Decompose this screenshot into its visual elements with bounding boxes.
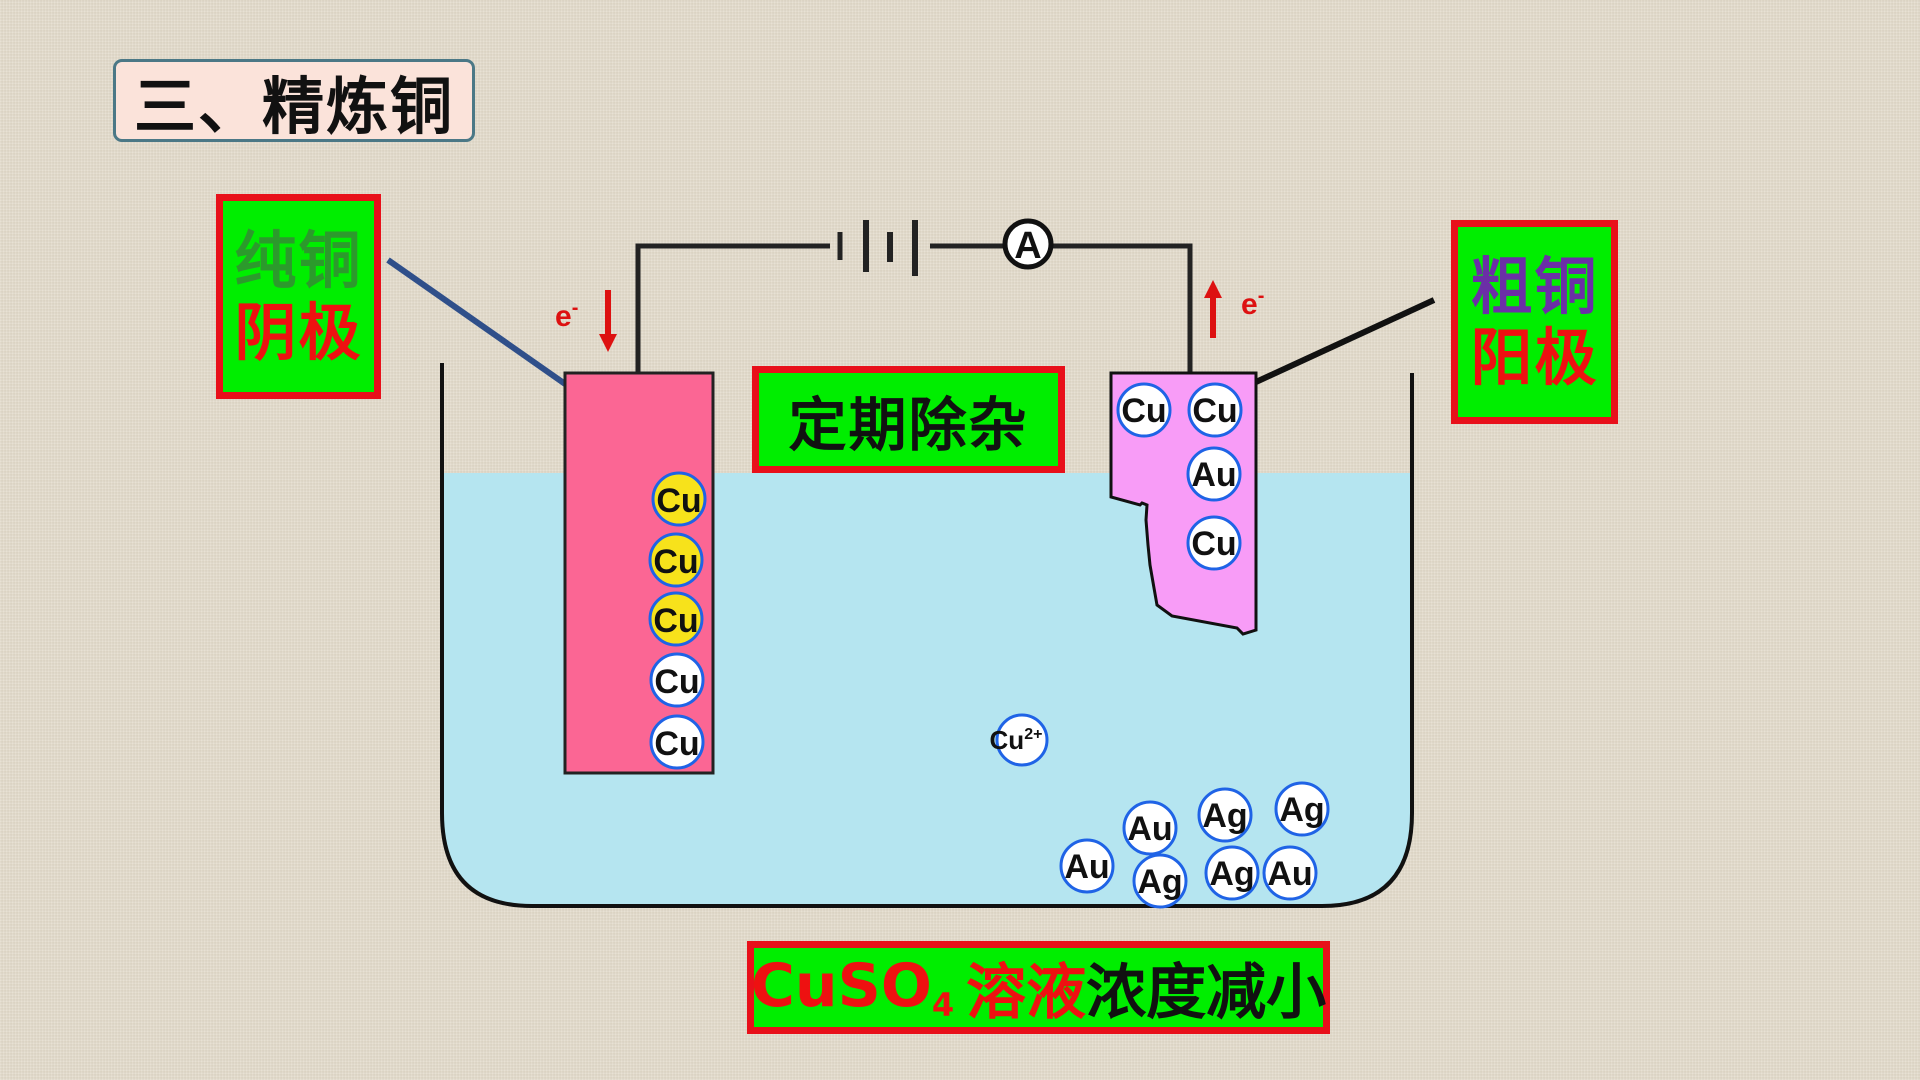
svg-text:e-: e- [555, 297, 578, 333]
periodic-removal-note: 定期除杂 [752, 366, 1065, 473]
svg-text:Au: Au [1064, 848, 1109, 886]
ammeter-label: A [1014, 225, 1041, 267]
sludge-particle: Au [1262, 845, 1318, 901]
svg-text:Au: Au [1267, 855, 1312, 893]
svg-text:Ag: Ag [1209, 855, 1254, 893]
section-title: 三、精炼铜 [113, 59, 475, 143]
anode-electrode-label: 阳极 [1470, 321, 1599, 394]
svg-text:Cu: Cu [653, 543, 698, 581]
sludge-particle: Au [1122, 800, 1178, 856]
concentration-change: 浓度减小 [1086, 958, 1327, 1028]
svg-text:Au: Au [1127, 810, 1172, 848]
anode-particle: Cu [1187, 382, 1243, 438]
anode-particle: Au [1186, 446, 1242, 502]
solution-word: 溶液 [966, 958, 1087, 1028]
svg-text:Cu: Cu [654, 663, 699, 701]
svg-text:Cu: Cu [656, 482, 701, 520]
svg-text:Ag: Ag [1202, 797, 1247, 835]
anode-connector [1254, 297, 1436, 385]
cathode-label-box: 纯铜 阴极 [216, 194, 381, 399]
beaker [440, 363, 1414, 908]
sludge-particle: Ag [1132, 853, 1188, 909]
cathode-particle: Cu [648, 591, 704, 647]
circuit-wire [635, 243, 1193, 373]
sludge-particle: Au [1059, 838, 1115, 894]
cathode-particle: Cu [648, 532, 704, 588]
svg-text:Cu: Cu [1191, 525, 1236, 563]
cathode-electrode-label: 阴极 [234, 295, 363, 369]
ammeter-icon [1002, 218, 1054, 270]
sludge-particle: Ag [1197, 787, 1253, 843]
svg-text:Cu2+: Cu2+ [990, 725, 1043, 755]
copper-ion: Cu2+ [990, 713, 1049, 767]
cathode-particle: Cu [649, 714, 705, 770]
svg-text:Cu: Cu [654, 725, 699, 763]
cathode-connector [386, 257, 570, 389]
electron-flow-left: e- [555, 290, 617, 352]
anode-label-box: 粗铜 阳极 [1451, 220, 1618, 424]
sludge-particle: Ag [1274, 781, 1330, 837]
cathode-particle: Cu [651, 471, 707, 527]
cathode-material-label: 纯铜 [234, 224, 363, 298]
anode-particle: Cu [1186, 515, 1242, 571]
svg-text:Ag: Ag [1279, 791, 1324, 829]
cathode-particle: Cu [649, 652, 705, 708]
anode-material-label: 粗铜 [1470, 249, 1599, 323]
svg-text:Cu: Cu [653, 602, 698, 640]
electron-flow-right: e- [1204, 280, 1264, 338]
electrolyte-formula: CuSO4 [750, 951, 955, 1024]
svg-text:e-: e- [1241, 285, 1264, 321]
svg-text:Au: Au [1191, 456, 1236, 494]
anode-particle: Cu [1116, 382, 1172, 438]
svg-text:Cu: Cu [1121, 392, 1166, 430]
sludge-particle: Ag [1204, 845, 1260, 901]
svg-text:Cu: Cu [1192, 392, 1237, 430]
battery [837, 220, 918, 276]
svg-text:Ag: Ag [1137, 863, 1182, 901]
